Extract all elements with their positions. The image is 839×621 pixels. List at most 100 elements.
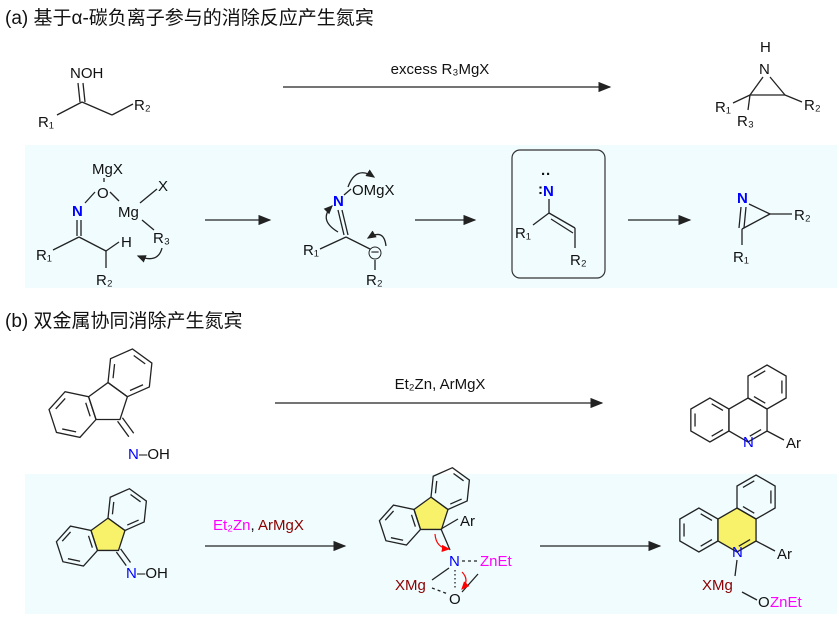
phenanthridine-product: N Ar [691,365,801,452]
r3-label: R₃ [153,230,170,247]
left-benzene-ring-outline [691,398,729,442]
left-benzene-ring-outline [680,508,718,552]
n-label: N [759,61,770,78]
vinyl-nitrene-box: : ·· N R₁ R₂ [511,149,606,279]
xmg-label: XMg [702,577,733,594]
o-label: O [449,591,461,608]
curved-arrow [323,205,339,233]
curved-arrow [347,169,376,188]
top-benzene-ring [737,475,775,519]
aromatic-double-bond [131,492,141,504]
n-label: N [737,190,748,207]
noh-label: NOH [70,65,103,82]
n-label: N [333,193,344,210]
left-benzene-ring [372,497,429,553]
carbanion-intermediate: N OMgX − R₁ R₂ [303,169,395,289]
section-b-title: (b) 双金属协同消除产生氮宾 [5,310,243,332]
fluorene-core [49,481,171,594]
aromatic-double-bond [450,497,461,506]
r2-label: R₂ [794,207,811,224]
red-curved-arrow [434,533,451,553]
carbanion-charge [368,246,382,260]
oh-label: –OH [139,446,170,463]
section-a-title: (a) 基于α-碳负离子参与的消除反应产生氮宾 [5,7,374,29]
xmg-label: XMg [395,577,426,594]
r2-label: R₂ [366,272,383,289]
aromatic-double-bond [68,554,80,566]
curved-arrow [136,247,163,263]
r1-label: R₁ [36,247,52,264]
et2zn-label: Et₂Zn [213,517,251,534]
c-n-double-bond [121,549,131,563]
aromatic-double-bond [107,364,121,378]
mgx-label: MgX [92,161,123,178]
aromatic-double-bond [712,404,723,411]
aromatic-double-bond [454,471,464,483]
red-curved-arrow [461,571,470,590]
aromatic-double-bond [391,533,403,545]
top-benzene-ring-outline [748,365,786,409]
omgx-label: OMgX [352,182,395,199]
h-label: H [121,234,132,251]
c-n-double-bond [116,552,126,566]
left-benzene-ring [680,508,718,552]
aromatic-double-bond [750,430,761,437]
r1-label: R₁ [515,225,531,242]
curved-arrow [366,230,387,247]
phenanthridine-core [680,475,775,552]
aromatic-double-bond [62,423,76,437]
n-label: N [72,203,83,220]
five-membered-ring [409,493,455,539]
aziridine-product: H N R₁ R₃ R₂ [715,39,821,130]
armgx-label: ArMgX [258,517,304,534]
aromatic-double-bond [127,518,138,527]
c-n-double-bond [118,421,129,437]
reagent-b: Et₂Zn, ArMgX [395,376,486,393]
lone-pair: : [538,181,543,198]
five-membered-ring [86,514,132,560]
aromatic-double-bond [134,353,146,367]
oh-label: –OH [137,565,168,582]
reagent-a: excess R₃MgX [391,61,490,78]
aromatic-double-bond [430,481,442,493]
n-label: N [449,553,460,570]
top-benzene-ring-outline [737,475,775,519]
n-label: N [732,544,743,561]
n-label: N [126,565,137,582]
o-label: O [97,185,109,202]
left-benzene-ring-outline [372,497,429,553]
top-benzene-ring [748,365,786,409]
o-label: O [758,594,770,611]
mech-reagent: Et₂Zn, ArMgX [213,517,304,534]
r2-label: R₂ [804,97,821,114]
left-benzene-ring-outline [49,518,106,574]
five-membered-ring [83,378,136,431]
ar-label: Ar [786,435,801,452]
magnesium-chelate-intermediate: MgX O N Mg X R₃ H R₁ R₂ [36,161,170,289]
five-membered-ring-outline [409,493,455,539]
h-label: H [760,39,771,56]
right-benzene-ring-outline [422,460,479,516]
aromatic-double-bond [408,515,418,527]
znet-label: ZnEt [480,553,513,570]
left-benzene-ring [40,382,105,447]
left-benzene-ring [691,398,729,442]
r2-label: R₂ [570,252,587,269]
c-n-double-bond [122,418,133,434]
right-benzene-ring [99,481,156,537]
fluorenone-oxime-mech: N –OH [49,481,171,594]
right-benzene-ring-outline [98,341,163,406]
znet-label: ZnEt [770,594,803,611]
aromatic-double-bond [701,540,712,547]
phenanthridine-mech-product: N Ar XMg O ZnEt [680,475,803,611]
n-label: N [543,183,554,200]
r1-label: R₁ [733,249,749,266]
r1-label: R₁ [38,114,54,131]
right-benzene-ring [98,341,163,406]
five-membered-ring-outline [83,378,136,431]
aromatic-double-bond [384,511,395,520]
n-label: N [743,434,754,451]
aromatic-double-bond [754,371,765,378]
